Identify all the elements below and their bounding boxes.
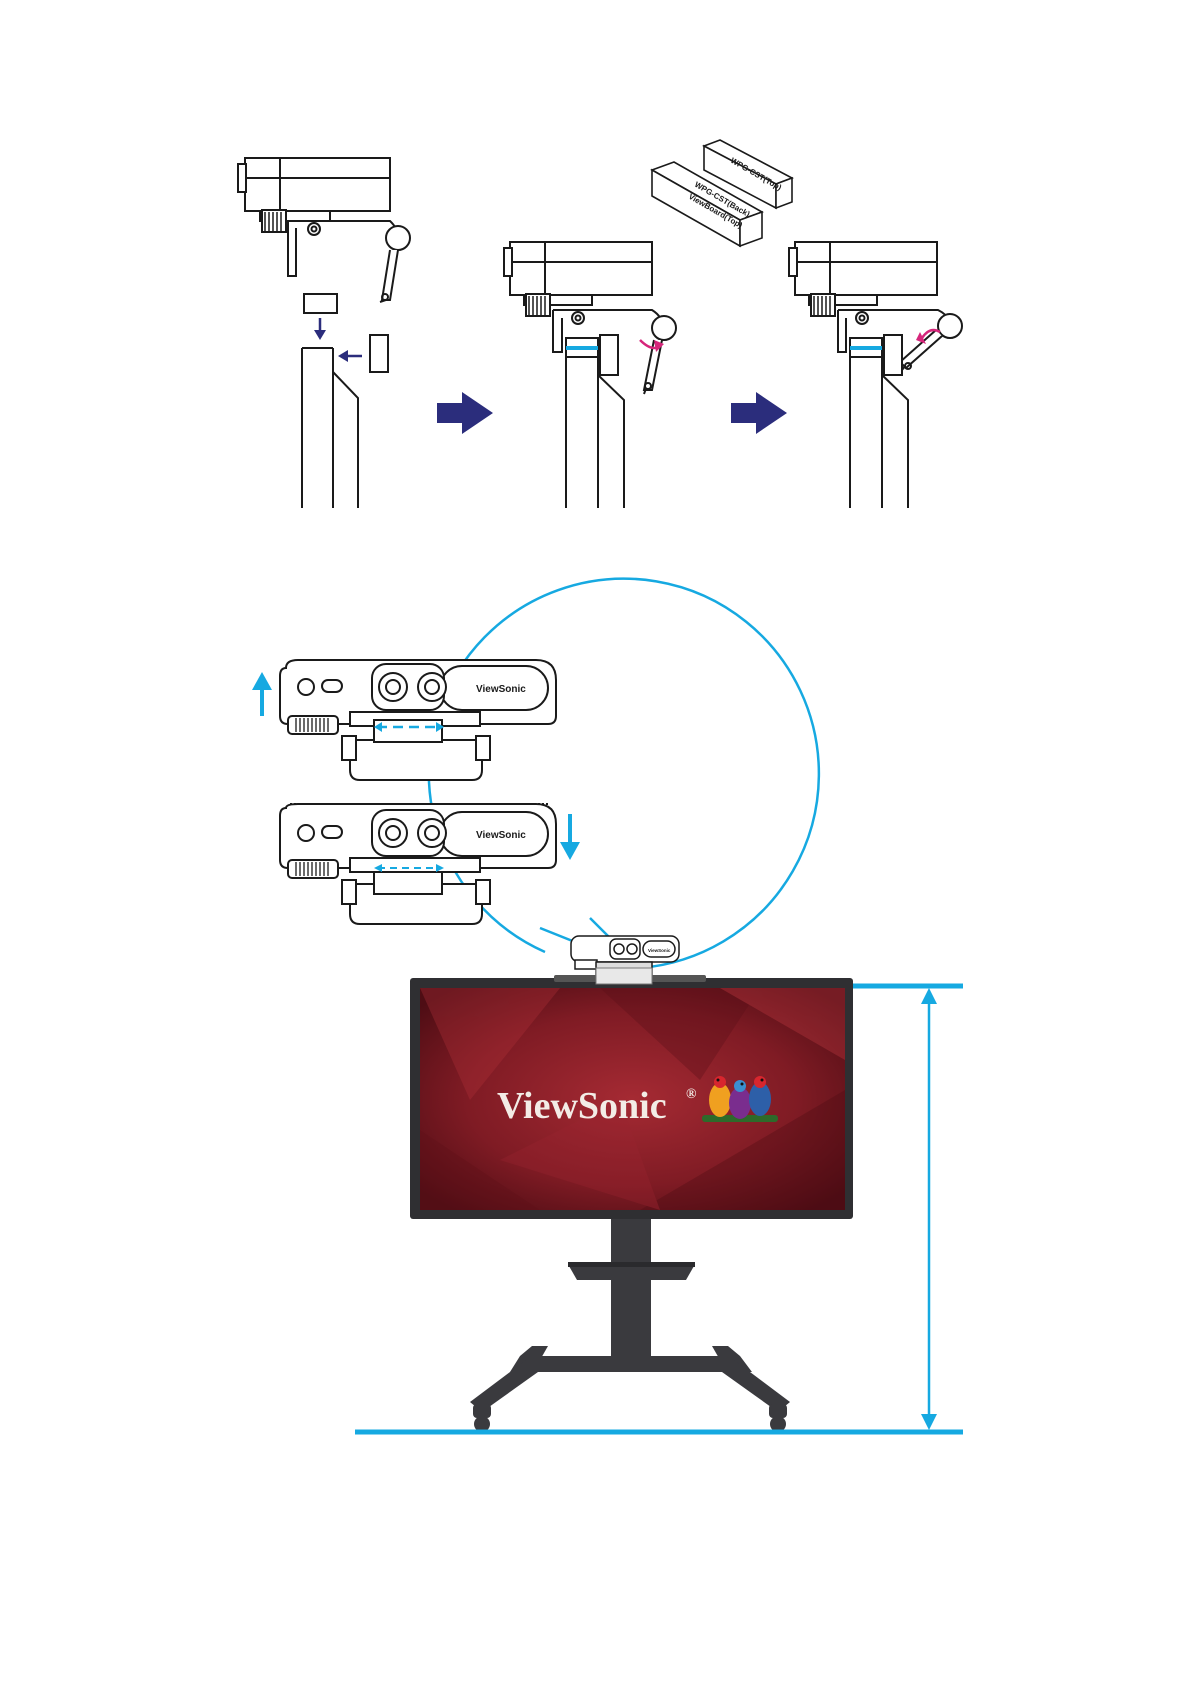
camera-logo-upper: ViewSonic	[476, 684, 526, 695]
display-edge-profile	[302, 348, 358, 508]
camera-logo-on-display: ViewSonic	[648, 948, 671, 953]
pad-side-outline	[370, 335, 388, 372]
zoom-callout	[429, 579, 819, 968]
step-3-clamp-camera	[789, 242, 962, 508]
mobile-cart-stand	[470, 1219, 790, 1432]
pad-direction-arrows	[314, 318, 362, 362]
next-step-arrow-2	[731, 392, 787, 434]
camera-side-view	[238, 158, 410, 302]
camera-logo-lower: ViewSonic	[476, 830, 526, 841]
display-brand-registered: ®	[686, 1087, 697, 1102]
display-brand-logo: ViewSonic	[497, 1085, 667, 1127]
up-arrow	[252, 672, 272, 716]
step-2-hook-camera	[504, 242, 676, 508]
next-step-arrow	[437, 392, 493, 434]
pad-top-outline	[304, 294, 337, 313]
